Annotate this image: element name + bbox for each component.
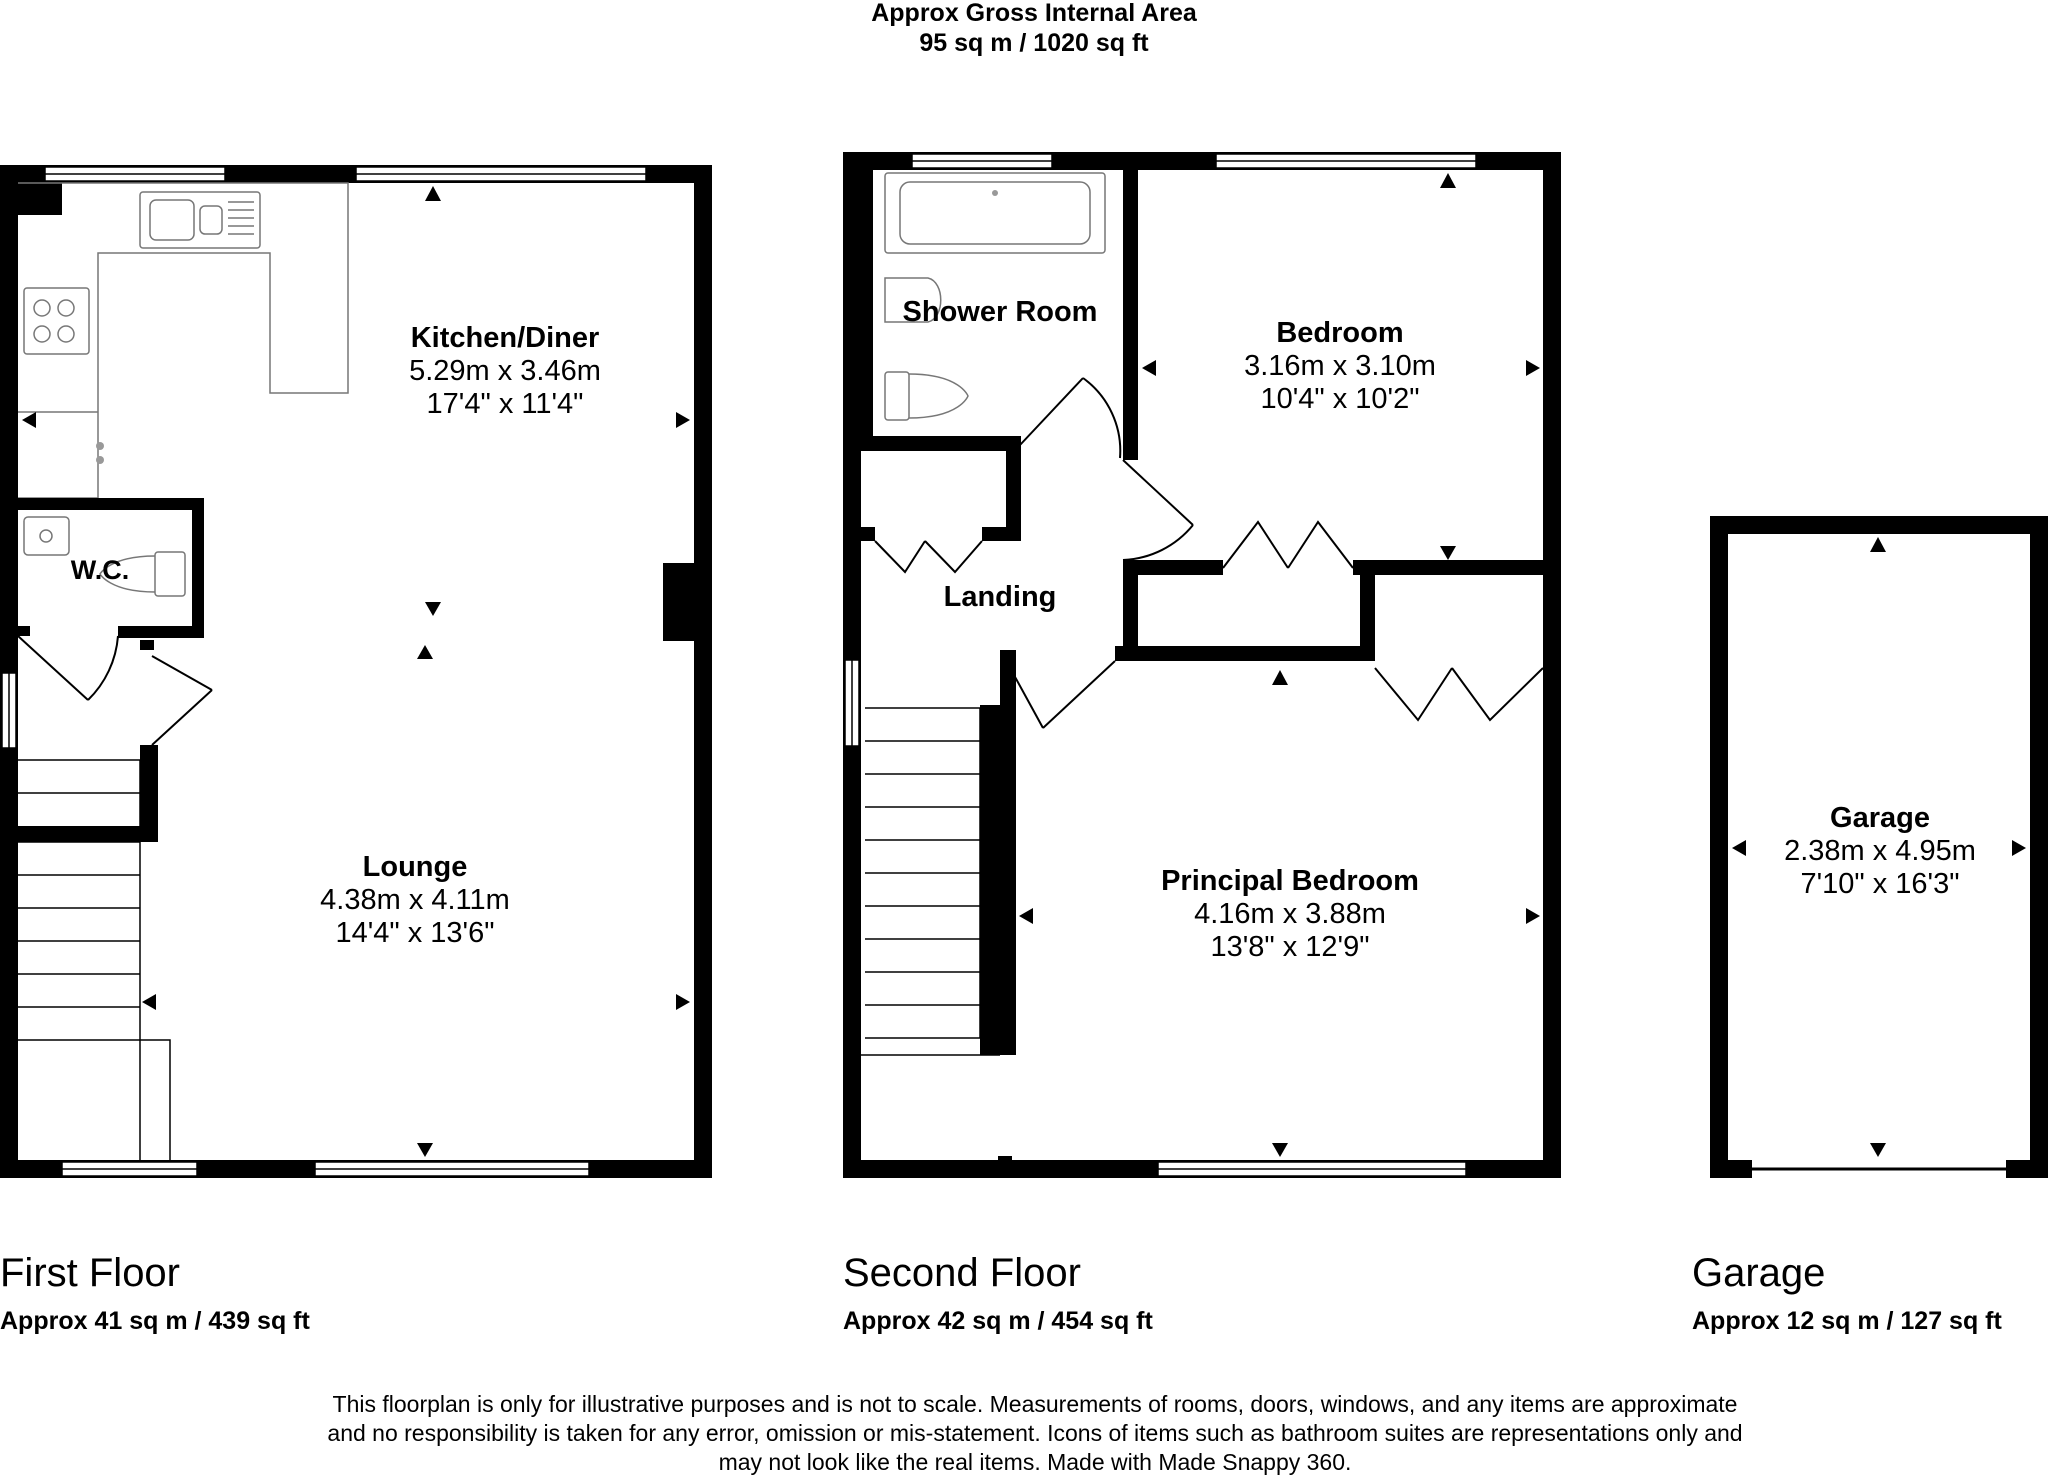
room-name: Garage [1830,802,1930,834]
room-name: Shower Room [902,296,1098,328]
disclaimer-line-1: This floorplan is only for illustrative … [332,1391,1738,1417]
room-label-principal-bedroom: Principal Bedroom 4.16m x 3.88m 13'8" x … [1100,865,1480,964]
disclaimer-line-3: may not look like the real items. Made w… [718,1449,1352,1475]
room-dimensions-metric: 2.38m x 4.95m [1784,835,1976,867]
room-label-shower-room: Shower Room [880,296,1120,329]
room-dimensions-imperial: 14'4" x 13'6" [335,917,495,949]
disclaimer: This floorplan is only for illustrative … [220,1390,1850,1477]
room-dimensions-metric: 4.38m x 4.11m [320,884,510,916]
room-dimensions-imperial: 17'4" x 11'4" [426,388,584,420]
room-label-kitchen-diner: Kitchen/Diner 5.29m x 3.46m 17'4" x 11'4… [330,322,680,421]
floor-title-garage: Garage [1692,1251,1826,1295]
floor-area-garage: Approx 12 sq m / 127 sq ft [1692,1307,2002,1335]
room-dimensions-imperial: 7'10" x 16'3" [1800,868,1960,900]
room-label-garage: Garage 2.38m x 4.95m 7'10" x 16'3" [1740,802,2020,901]
room-name: Landing [943,581,1057,613]
room-name: Lounge [362,851,468,883]
floor-title-second: Second Floor [843,1251,1081,1295]
room-dimensions-imperial: 13'8" x 12'9" [1210,931,1370,963]
second-floor-plan [843,152,1561,1178]
room-dimensions-metric: 5.29m x 3.46m [409,355,601,387]
room-label-landing: Landing [900,581,1100,614]
floor-area-second: Approx 42 sq m / 454 sq ft [843,1307,1153,1335]
room-name: Bedroom [1276,317,1404,349]
room-label-wc: W.C. [40,554,160,587]
room-dimensions-metric: 3.16m x 3.10m [1244,350,1436,382]
garage-plan [1710,516,2048,1178]
first-floor-plan [0,165,712,1178]
room-label-lounge: Lounge 4.38m x 4.11m 14'4" x 13'6" [240,851,590,950]
header-total-area: 95 sq m / 1020 sq ft [919,29,1149,57]
floor-area-first: Approx 41 sq m / 439 sq ft [0,1307,310,1335]
room-name: W.C. [70,555,130,585]
room-dimensions-imperial: 10'4" x 10'2" [1260,383,1420,415]
header-title: Approx Gross Internal Area [871,0,1197,27]
room-name: Principal Bedroom [1161,865,1419,897]
room-label-bedroom: Bedroom 3.16m x 3.10m 10'4" x 10'2" [1180,317,1500,416]
disclaimer-line-2: and no responsibility is taken for any e… [327,1420,1743,1446]
room-name: Kitchen/Diner [410,322,600,354]
floor-title-first: First Floor [0,1251,180,1295]
room-dimensions-metric: 4.16m x 3.88m [1194,898,1386,930]
